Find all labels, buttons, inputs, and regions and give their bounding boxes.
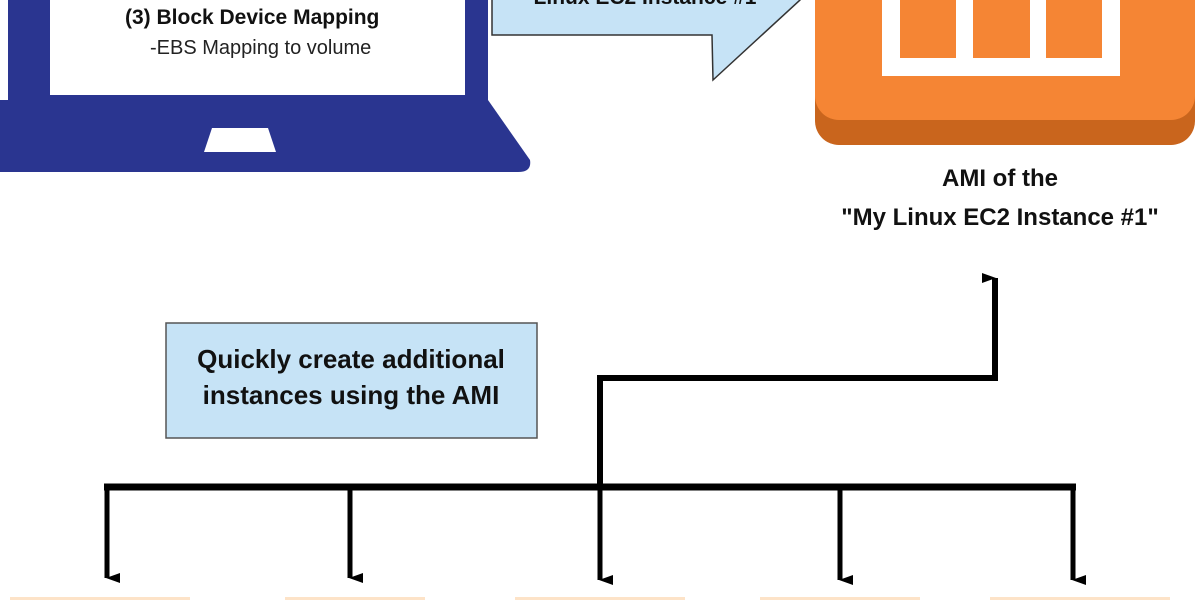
laptop-icon: (3) Block Device Mapping -EBS Mapping to… — [0, 0, 531, 172]
connector-to-ami — [597, 273, 998, 487]
speech-callout: Linux EC2 Instance #1 — [491, 0, 801, 82]
instance-box-3 — [515, 597, 685, 600]
instance-box-5 — [990, 597, 1170, 600]
ami-label-line1: AMI of the — [942, 165, 1058, 192]
instance-box-1 — [10, 597, 190, 600]
instance-box-4 — [760, 597, 920, 600]
laptop-heading: (3) Block Device Mapping — [125, 6, 379, 29]
instance-box-2 — [285, 597, 425, 600]
note-line2: instances using the AMI — [203, 380, 500, 410]
callout-text: Linux EC2 Instance #1 — [534, 0, 757, 9]
note-line1: Quickly create additional — [197, 344, 505, 374]
touchpad — [204, 128, 276, 152]
note-box: Quickly create additional instances usin… — [165, 322, 538, 439]
ami-label-line2: "My Linux EC2 Instance #1" — [841, 204, 1159, 231]
ami-icon — [815, 0, 1195, 145]
laptop-subtext: -EBS Mapping to volume — [150, 37, 371, 59]
